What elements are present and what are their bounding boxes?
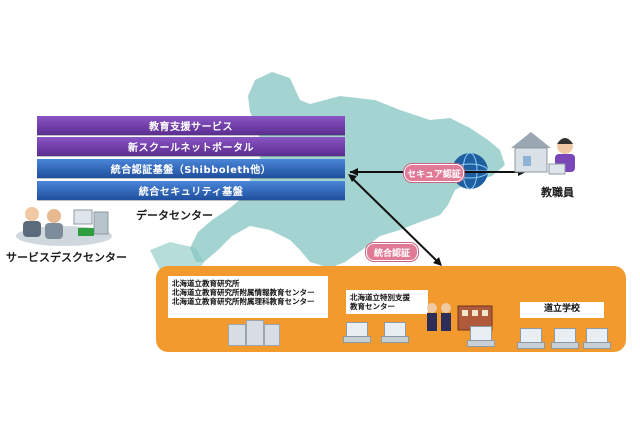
- institute-line: 北海道立教育研究所附属情報教育センター: [172, 288, 315, 297]
- institute-line: 北海道立教育研究所附属理科教育センター: [172, 297, 315, 306]
- integrated-auth-badge: 統合認証: [366, 243, 418, 261]
- data-center-label: データセンター: [136, 209, 213, 222]
- integrated-auth-arrow: [351, 177, 439, 263]
- computer-icon: [381, 322, 409, 343]
- layer-education-support-service: 教育支援サービス: [37, 116, 345, 135]
- computer-icon: [551, 328, 579, 349]
- special-center-line: 北海道立特別支援: [350, 293, 410, 302]
- institutes-box: 北海道立教育研究所 北海道立教育研究所附属情報教育センター 北海道立教育研究所附…: [168, 276, 328, 318]
- computer-icon: [583, 328, 611, 349]
- computer-icon: [343, 322, 371, 343]
- layer-new-schoolnet-portal: 新スクールネットポータル: [37, 137, 345, 156]
- service-desk-icon: [16, 207, 112, 246]
- staff-label: 教職員: [541, 186, 574, 199]
- institute-line: 北海道立教育研究所: [172, 279, 240, 288]
- building-icon: [228, 324, 246, 346]
- layer-integrated-security-platform: 統合セキュリティ基盤: [37, 181, 345, 200]
- computer-icon: [517, 328, 545, 349]
- secure-auth-badge: セキュア認証: [404, 164, 464, 182]
- staff-home-icon: [511, 132, 575, 175]
- computer-icon: [467, 326, 495, 347]
- special-center-box: 北海道立特別支援 教育センター: [346, 290, 428, 314]
- special-center-line: 教育センター: [350, 302, 395, 311]
- service-desk-label: サービスデスクセンター: [6, 251, 127, 264]
- school-label: 道立学校: [520, 302, 604, 318]
- layer-integrated-auth-platform: 統合認証基盤（Shibboleth他）: [37, 159, 345, 178]
- building-icon: [264, 324, 280, 346]
- building-icon: [246, 320, 264, 346]
